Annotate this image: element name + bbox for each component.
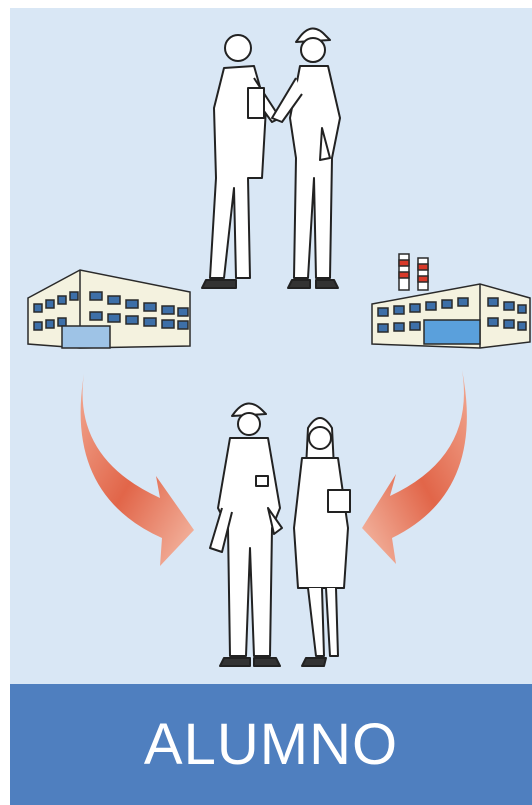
- helmet-worker-figure: [272, 28, 340, 288]
- banner-label: ALUMNO: [144, 711, 398, 778]
- illustration: [10, 8, 532, 684]
- right-arrow: [362, 370, 467, 564]
- wrench-worker-figure: [210, 403, 282, 666]
- slide: ALUMNO: [10, 8, 532, 805]
- businessman-figure: [202, 35, 280, 288]
- factory-building: [372, 254, 530, 348]
- company-building: [28, 270, 190, 348]
- title-banner: ALUMNO: [10, 684, 532, 805]
- handshake-figures: [202, 28, 340, 288]
- left-arrow: [81, 374, 194, 566]
- lab-woman-figure: [294, 418, 350, 666]
- student-figures: [210, 403, 350, 666]
